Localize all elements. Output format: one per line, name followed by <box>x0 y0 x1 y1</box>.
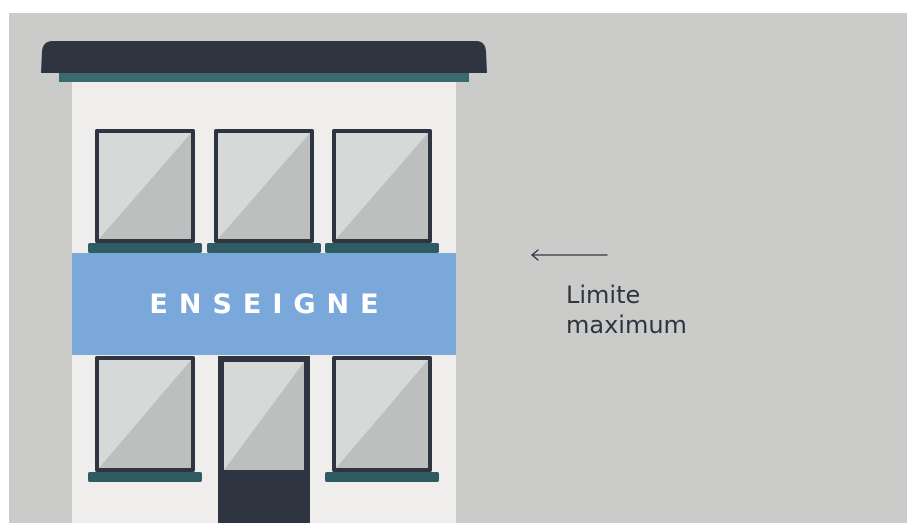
upper-window-center <box>207 129 321 253</box>
upper-window-right <box>325 129 439 253</box>
roof <box>41 41 487 73</box>
window-sill <box>207 243 321 253</box>
window-sill <box>325 243 439 253</box>
annotation-line-1: Limite <box>566 280 687 310</box>
arrow-left-icon <box>532 250 607 260</box>
upper-window-left <box>88 129 202 253</box>
lower-window-right <box>325 356 439 482</box>
annotation-line-2: maximum <box>566 310 687 340</box>
sign-label: ENSEIGNE <box>72 253 456 355</box>
entrance-door <box>218 356 310 523</box>
illustration-canvas: ENSEIGNE Limite maximum <box>9 13 907 523</box>
lower-window-left <box>88 356 202 482</box>
window-sill <box>88 472 202 482</box>
limit-annotation: Limite maximum <box>566 280 687 340</box>
roof-trim <box>59 73 469 82</box>
window-sill <box>325 472 439 482</box>
window-sill <box>88 243 202 253</box>
